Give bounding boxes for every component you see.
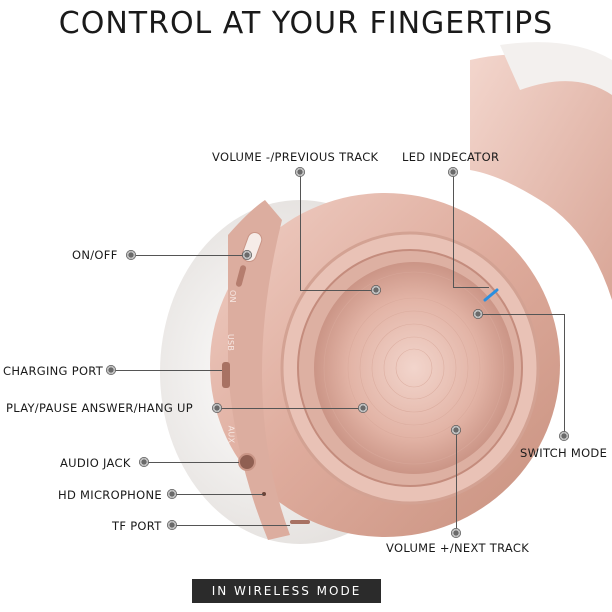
callout-dot	[212, 403, 222, 413]
callout-line-led	[453, 172, 454, 287]
label-volume-plus: VOLUME +/NEXT TRACK	[386, 541, 530, 555]
led-slot	[235, 265, 247, 287]
callout-dot	[242, 250, 252, 260]
port-label-usb: USB	[226, 333, 236, 352]
usb-port	[222, 362, 230, 388]
callout-dot	[559, 431, 569, 441]
callout-line-audio	[147, 462, 239, 463]
label-audio-jack: AUDIO JACK	[60, 456, 131, 470]
tf-slot	[290, 520, 310, 524]
callout-line-play	[220, 408, 364, 409]
control-cap	[314, 262, 514, 474]
callout-dot	[167, 489, 177, 499]
callout-dot	[371, 285, 381, 295]
callout-dot	[106, 365, 116, 375]
callout-dot	[448, 167, 458, 177]
callout-dot	[451, 425, 461, 435]
label-hd-microphone: HD MICROPHONE	[58, 488, 162, 502]
page-title: CONTROL AT YOUR FINGERTIPS	[58, 6, 554, 41]
label-volume-minus: VOLUME -/PREVIOUS TRACK	[212, 150, 379, 164]
callout-line-mic	[175, 494, 263, 495]
callout-line-switch-v	[564, 314, 565, 436]
mode-banner: IN WIRELESS MODE	[192, 579, 381, 603]
callout-dot	[167, 520, 177, 530]
callout-dot	[473, 309, 483, 319]
callout-dot	[451, 528, 461, 538]
led-indicator	[483, 288, 499, 302]
callout-line-charging	[114, 370, 222, 371]
label-charging-port: CHARGING PORT	[3, 364, 104, 378]
label-on-off: ON/OFF	[72, 248, 118, 262]
callout-line-volume-minus-h	[300, 290, 376, 291]
mic-hole	[262, 492, 266, 496]
callout-dot	[139, 457, 149, 467]
callout-line-volume-plus	[456, 430, 457, 533]
callout-line-switch	[480, 314, 564, 315]
callout-line-tf	[175, 525, 290, 526]
headband	[470, 54, 612, 301]
label-tf-port: TF PORT	[112, 519, 162, 533]
port-label-on: ON	[227, 290, 237, 303]
headband-cushion	[500, 42, 612, 95]
port-label-aux: AUX	[226, 425, 236, 444]
callout-dot	[295, 167, 305, 177]
callout-line-led-h	[453, 287, 489, 288]
aux-port	[238, 453, 256, 471]
callout-line-volume-minus	[300, 172, 301, 290]
callout-line-onoff	[136, 255, 246, 256]
callout-dot	[358, 403, 368, 413]
label-switch-mode: SWITCH MODE	[520, 446, 608, 460]
label-play-pause: PLAY/PAUSE ANSWER/HANG UP	[6, 401, 193, 415]
label-led-indicator: LED INDECATOR	[402, 150, 500, 164]
callout-dot	[126, 250, 136, 260]
